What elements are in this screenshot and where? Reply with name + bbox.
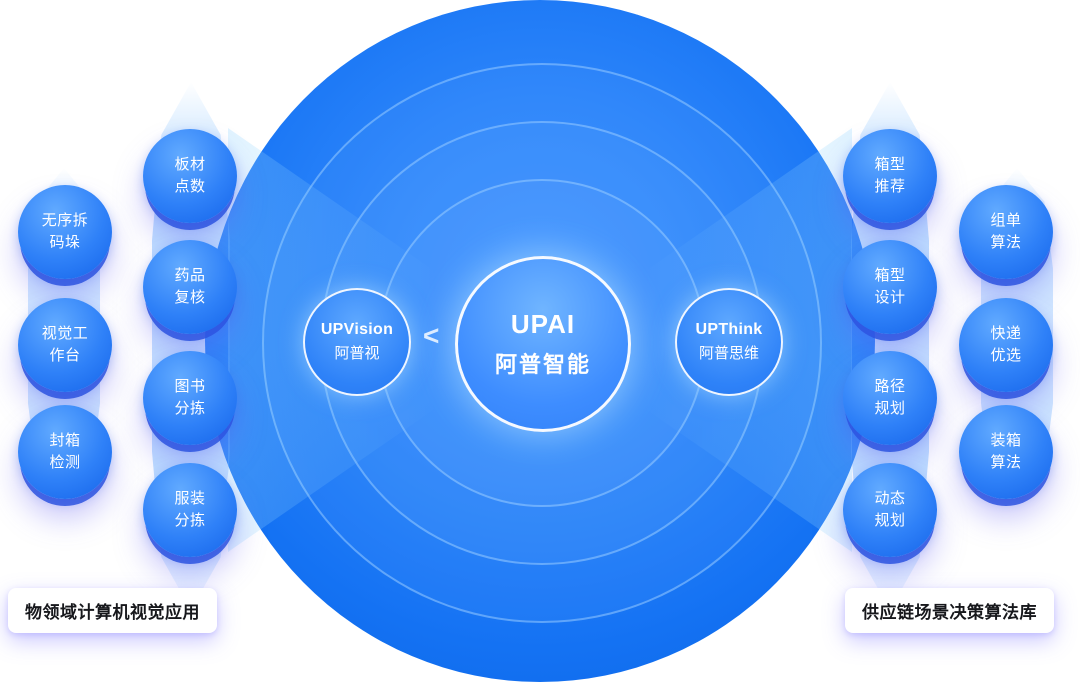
node-unordered-depalletizing: 无序拆 码垛 [18,185,112,279]
node-packing-algorithm: 装箱 算法 [959,405,1053,499]
right-category-caption: 供应链场景决策算法库 [845,588,1054,633]
upai-subtitle: 阿普智能 [494,352,591,377]
node-panel-counting: 板材 点数 [143,129,237,223]
node-path-planning: 路径 规划 [843,351,937,445]
upvision-subtitle: 阿普视 [334,345,380,362]
left-category-caption: 物领域计算机视觉应用 [8,588,217,633]
node-carton-seal-inspection: 封箱 检测 [18,405,112,499]
node-courier-selection: 快递 优选 [959,298,1053,392]
node-order-grouping-algorithm: 组单 算法 [959,185,1053,279]
node-carton-design: 箱型 设计 [843,240,937,334]
upvision-title: UPVision [320,321,394,338]
node-medicine-check: 药品 复核 [143,240,237,334]
chevron-left-icon: < [423,320,440,351]
upthink-subtitle: 阿普思维 [698,345,759,362]
upthink-title: UPThink [695,321,763,338]
upthink-circle: UPThink 阿普思维 [675,288,783,396]
node-carton-recommendation: 箱型 推荐 [843,129,937,223]
upai-title: UPAI [510,309,576,339]
upvision-circle: UPVision 阿普视 [303,288,411,396]
node-apparel-sorting: 服装 分拣 [143,463,237,557]
node-dynamic-planning: 动态 规划 [843,463,937,557]
node-vision-workbench: 视觉工 作台 [18,298,112,392]
node-book-sorting: 图书 分拣 [143,351,237,445]
upai-center-circle: UPAI 阿普智能 [455,256,631,432]
